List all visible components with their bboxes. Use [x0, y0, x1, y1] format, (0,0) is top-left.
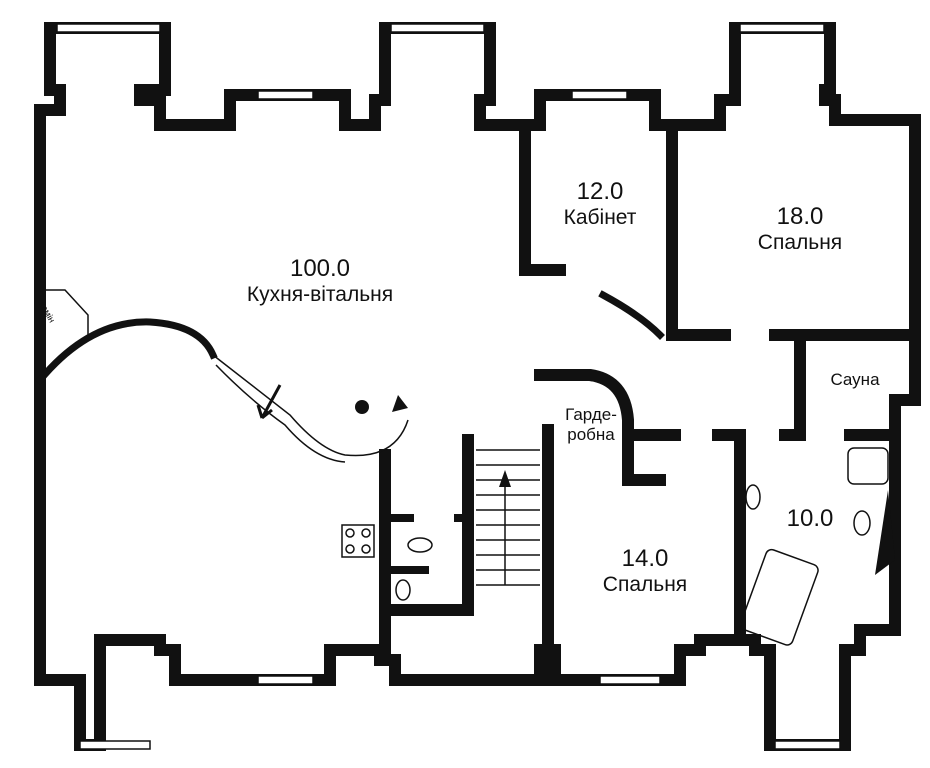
room-area: 14.0 — [621, 545, 669, 572]
window — [257, 675, 314, 685]
stair-up-arrow — [499, 470, 511, 487]
window — [56, 23, 161, 33]
room-bathroom: 10.0 — [765, 505, 855, 533]
stair-arrow-2 — [392, 395, 408, 412]
burner — [345, 544, 355, 554]
room-name: Гарде- — [565, 405, 617, 424]
burner — [361, 528, 371, 538]
stair-inner — [389, 434, 474, 616]
stove — [341, 524, 375, 558]
room-office: 12.0 Кабінет — [535, 178, 665, 230]
room-name: Спальня — [602, 572, 688, 596]
toilet — [407, 537, 433, 553]
room-name: Сауна — [830, 370, 880, 389]
room-bedroom-2: 14.0 Спальня — [575, 545, 715, 597]
bathtub — [739, 548, 819, 646]
bedroom1-wall — [666, 119, 731, 341]
sink — [745, 484, 761, 510]
curved-stair — [212, 354, 409, 463]
room-name: Кабінет — [563, 205, 637, 229]
shower — [847, 447, 889, 485]
room-area: 10.0 — [786, 505, 834, 532]
fireplace — [46, 289, 89, 335]
toilet — [853, 510, 871, 536]
stair-arrow — [256, 384, 282, 420]
window — [79, 740, 151, 750]
burner — [361, 544, 371, 554]
curved-wall — [35, 318, 218, 385]
sauna-wall — [779, 329, 806, 441]
burner — [345, 528, 355, 538]
office-door-arc — [598, 290, 665, 340]
window — [739, 23, 825, 33]
window — [774, 740, 841, 750]
wardrobe-wall — [534, 369, 666, 486]
stair-newel — [355, 400, 369, 414]
room-name: Спальня — [757, 230, 843, 254]
room-bedroom-1: 18.0 Спальня — [730, 203, 870, 255]
straight-stair — [476, 449, 540, 586]
outer-wall — [34, 22, 921, 751]
office-wall — [519, 119, 566, 276]
bath-door-wall — [712, 429, 746, 646]
window — [571, 90, 628, 100]
bath-wall-diag — [875, 490, 895, 575]
room-area: 18.0 — [776, 203, 824, 230]
window — [390, 23, 485, 33]
room-living: 100.0 Кухня-вітальня — [200, 255, 440, 307]
sink — [395, 579, 411, 601]
room-area: 12.0 — [576, 178, 624, 205]
window — [257, 90, 314, 100]
wc-partition — [391, 514, 472, 574]
room-name: робна — [567, 424, 615, 444]
room-sauna: Сауна — [815, 370, 895, 390]
room-wardrobe: Гарде- робна — [552, 405, 630, 444]
room-name: Кухня-вітальня — [246, 282, 394, 306]
room-area: 100.0 — [289, 255, 351, 282]
window — [599, 675, 661, 685]
